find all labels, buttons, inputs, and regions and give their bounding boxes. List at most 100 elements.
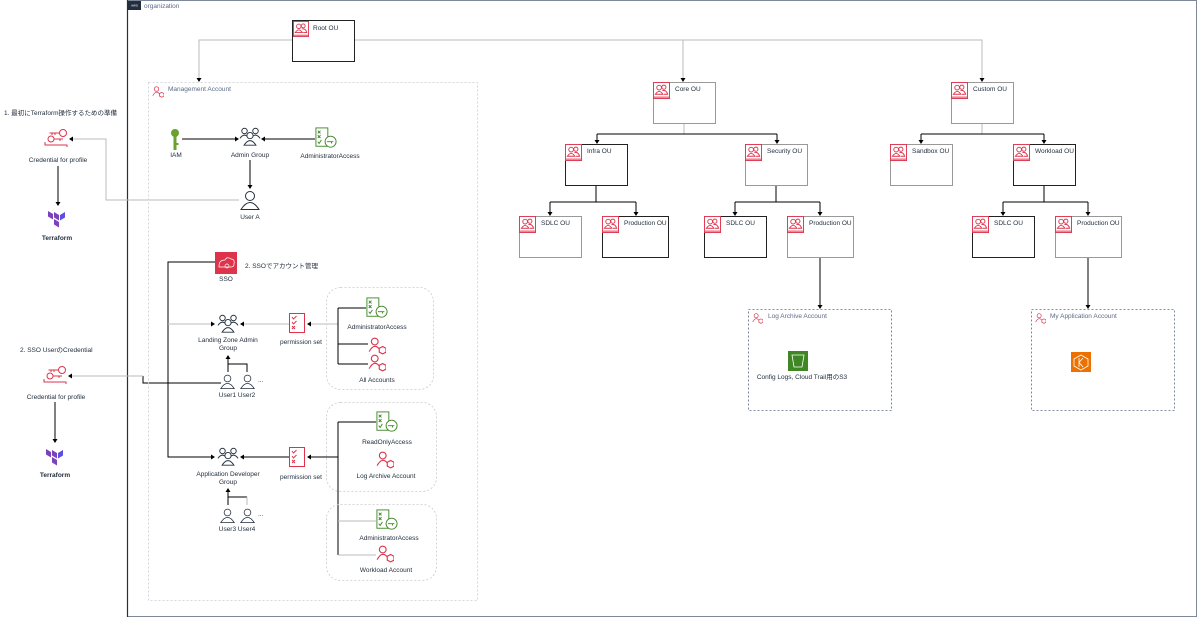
ou-label: SDLC OU: [994, 220, 1023, 227]
account-icon: [1035, 313, 1046, 324]
arrowhead: [247, 185, 253, 189]
permission-set-label: permission set: [280, 474, 322, 481]
ou-infra-sdlc[interactable]: SDLC OU: [519, 216, 582, 258]
arrowhead: [211, 321, 215, 327]
policy-label: AdministratorAccess: [347, 324, 407, 331]
lz-group-label: Landing Zone Admin: [198, 337, 258, 344]
app-group-label: Application Developer: [196, 471, 260, 478]
credential-icon[interactable]: [44, 129, 68, 148]
arrowhead: [547, 212, 553, 216]
arrowhead: [211, 454, 215, 460]
permission-set-icon[interactable]: [289, 313, 305, 333]
ou-icon: [951, 82, 968, 99]
admin-access-label: AdministratorAccess: [300, 153, 360, 160]
admin-group-icon[interactable]: [239, 127, 261, 146]
arrowhead: [1085, 305, 1091, 309]
user-icon[interactable]: [240, 191, 260, 210]
permission-set-icon[interactable]: [289, 447, 305, 467]
arrowhead: [240, 321, 244, 327]
ou-icon: [745, 144, 762, 161]
connectors: [54, 39, 1089, 556]
ou-custom[interactable]: Custom OU: [951, 82, 1014, 124]
ou-label: SDLC OU: [726, 220, 755, 227]
arrowhead: [918, 140, 924, 144]
arrowhead: [69, 136, 73, 142]
terraform-label: Terraform: [40, 472, 70, 479]
account-label: Workload Account: [360, 567, 412, 574]
ou-label: SDLC OU: [541, 220, 570, 227]
policy-icon: [366, 297, 388, 318]
ou-workload[interactable]: Workload OU: [1013, 144, 1076, 186]
step2-label: 2. SSO UserのCredential: [20, 347, 93, 354]
account-title: My Application Account: [1050, 313, 1117, 320]
organization-label: organization: [144, 3, 180, 10]
arrowhead: [1041, 140, 1047, 144]
account-icon: [152, 86, 164, 98]
credential-icon[interactable]: [43, 366, 67, 385]
application-developer-group-icon[interactable]: [217, 447, 239, 466]
account-icon: [376, 545, 394, 563]
admin-group-label: Admin Group: [231, 152, 270, 159]
organization-frame: AWS organization: [126, 0, 1197, 617]
terraform-logo-icon: [48, 211, 65, 228]
arrowhead: [307, 454, 311, 460]
arrowhead: [732, 212, 738, 216]
arrowhead: [1085, 212, 1091, 216]
ou-icon: [704, 216, 721, 233]
log-archive-account[interactable]: Log Archive Account Config Logs, Cloud T…: [748, 309, 892, 411]
policy-label: ReadOnlyAccess: [362, 439, 413, 446]
arrowhead: [774, 140, 780, 144]
arrowhead: [633, 212, 639, 216]
arrowhead: [68, 373, 72, 379]
ou-infra[interactable]: Infra OU: [565, 144, 628, 186]
policy-label: AdministratorAccess: [359, 535, 419, 542]
ou-security[interactable]: Security OU: [745, 144, 808, 186]
s3-bucket-icon: [788, 351, 808, 371]
all-accounts-label: All Accounts: [359, 377, 395, 384]
account-title: Log Archive Account: [768, 313, 827, 320]
ou-icon: [565, 144, 582, 161]
management-account: Management Account IAM Admin Group Admin…: [148, 82, 478, 601]
step1-label: 1. 最初にTerraform操作するための準備: [4, 108, 118, 117]
ou-core[interactable]: Core OU: [653, 82, 716, 124]
arrowhead: [240, 454, 244, 460]
arrowhead: [261, 136, 265, 142]
terraform-label: Terraform: [42, 235, 72, 242]
ou-sandbox[interactable]: Sandbox OU: [890, 144, 953, 186]
policy-icon: [376, 411, 398, 432]
sso-label: SSO: [219, 276, 233, 283]
left-panel: 1. 最初にTerraform操作するための準備 Credential for …: [4, 108, 118, 479]
ou-security-sdlc[interactable]: SDLC OU: [704, 216, 767, 258]
ou-label: Production OU: [624, 220, 667, 227]
ou-workload-sdlc[interactable]: SDLC OU: [972, 216, 1035, 258]
user-icon[interactable]: [220, 374, 235, 389]
iam-key-icon: [171, 129, 179, 150]
arrowhead: [680, 78, 686, 82]
landing-zone-admin-group-icon[interactable]: [217, 314, 239, 333]
my-application-account[interactable]: My Application Account: [1031, 309, 1175, 411]
ou-icon: [890, 144, 907, 161]
arrowhead: [594, 140, 600, 144]
arrowhead: [817, 305, 823, 309]
user-icon[interactable]: [240, 374, 255, 389]
ou-icon: [293, 21, 309, 37]
user-icon[interactable]: [240, 508, 255, 523]
sso-icon[interactable]: [215, 252, 237, 274]
ou-security-production[interactable]: Production OU: [787, 216, 854, 258]
ou-root[interactable]: Root OU: [292, 20, 355, 62]
ou-workload-production[interactable]: Production OU: [1055, 216, 1122, 258]
ou-label: Workload OU: [1035, 148, 1074, 155]
aws-logo-text: AWS: [131, 4, 138, 8]
kubernetes-service-icon: [1071, 352, 1091, 372]
ou-label: Security OU: [767, 148, 802, 155]
user-icon[interactable]: [220, 508, 235, 523]
arrowhead: [1000, 212, 1006, 216]
ou-label: Root OU: [313, 25, 339, 32]
arrowhead: [52, 439, 58, 443]
ou-infra-production[interactable]: Production OU: [602, 216, 669, 258]
credential-label: Credential for profile: [29, 157, 88, 164]
ou-label: Core OU: [675, 86, 701, 93]
ou-icon: [972, 216, 989, 233]
arrowhead: [196, 78, 202, 82]
